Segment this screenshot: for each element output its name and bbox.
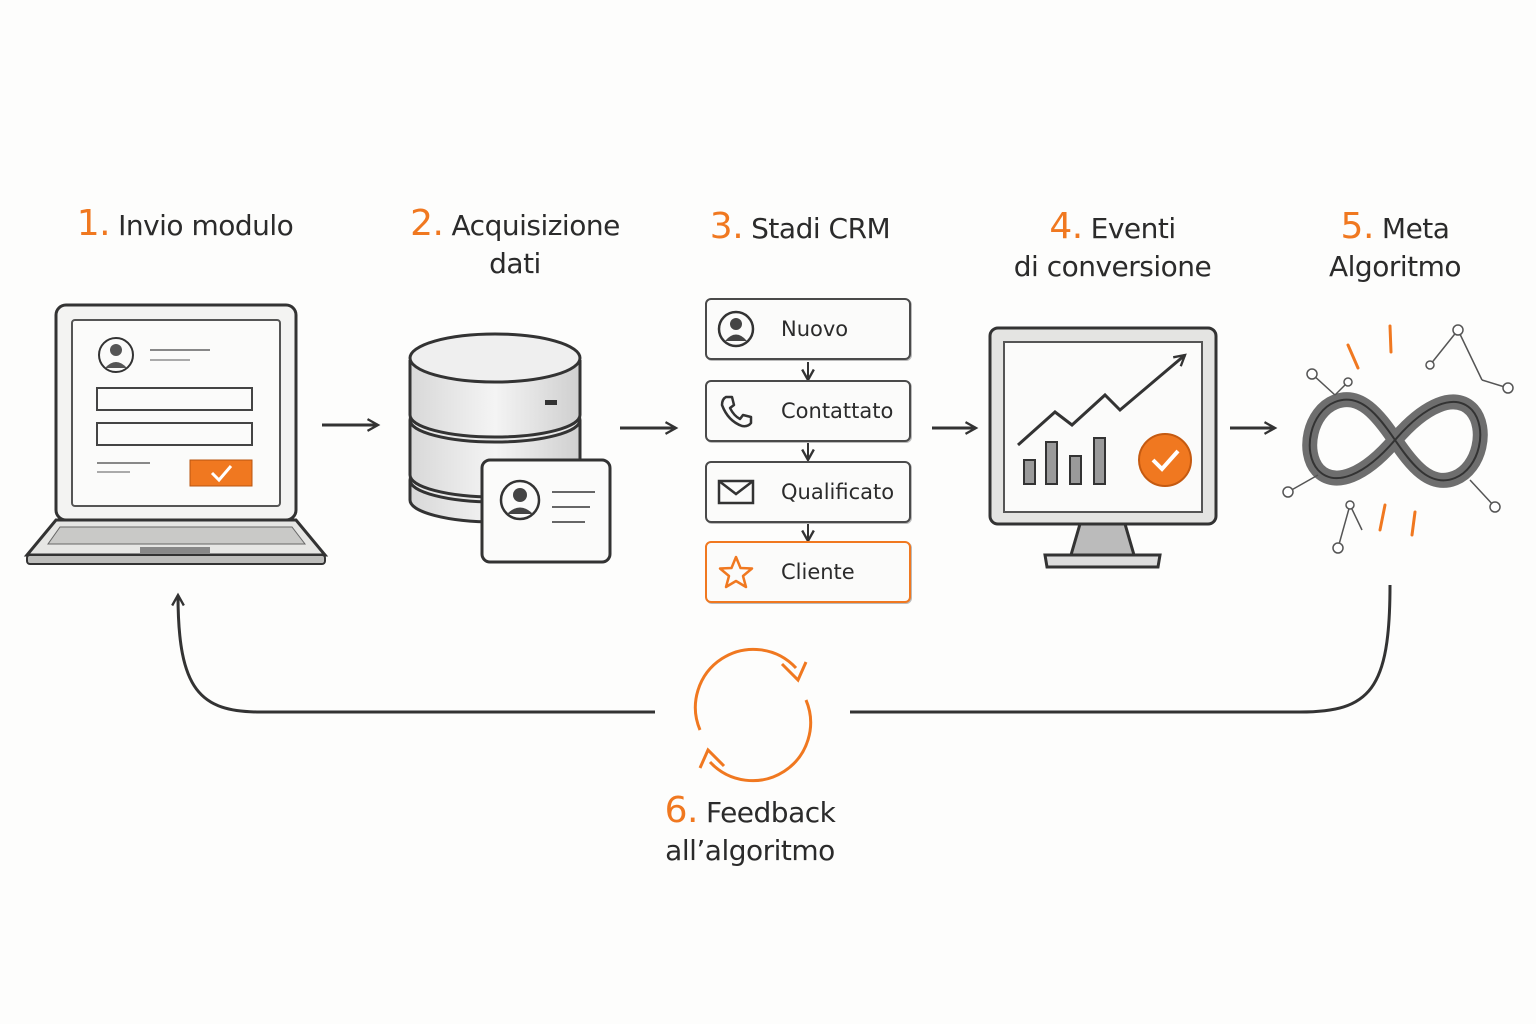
star-icon (707, 554, 765, 590)
step-number: 5. (1340, 206, 1375, 247)
crm-stage-qualificato: Qualificato (705, 461, 911, 523)
feedback-arrow-left (178, 595, 655, 714)
user-icon (707, 309, 765, 349)
crm-stage-cliente: Cliente (705, 541, 911, 603)
step-5-title: 5.Meta Algoritmo (1300, 208, 1490, 286)
feedback-line-right (850, 584, 1392, 714)
laptop-icon (23, 303, 329, 565)
spark-lines-icon (1346, 324, 1417, 537)
trend-arrow-icon (1017, 355, 1185, 447)
refresh-icon (693, 647, 813, 783)
network-nodes-icon (1282, 324, 1514, 554)
step-title-line: all’algoritmo (665, 834, 835, 867)
bar-chart-icon (1023, 437, 1106, 485)
step-title-line: Invio modulo (118, 209, 294, 242)
step-title-line: dati (489, 247, 541, 280)
step-title-line: Stadi CRM (751, 212, 891, 245)
step-4-title: 4.Eventi di conversione (1000, 208, 1225, 286)
crm-stage-nuovo: Nuovo (705, 298, 911, 360)
step-title-line: Algoritmo (1328, 250, 1462, 283)
crm-stage-contattato: Contattato (705, 380, 911, 442)
envelope-icon (707, 478, 765, 506)
step-number: 1. (76, 203, 111, 244)
step-6-title: 6.Feedback all’algoritmo (620, 792, 880, 870)
step-title-line: di conversione (1013, 250, 1212, 283)
step-3-title: 3.Stadi CRM (690, 208, 910, 248)
step-number: 2. (410, 203, 444, 244)
step-number: 6. (664, 790, 699, 831)
contact-card-icon (480, 458, 612, 564)
phone-icon (707, 393, 765, 429)
step-2-title: 2.Acquisizione dati (395, 205, 635, 283)
stage-label: Nuovo (781, 317, 849, 341)
step-1-title: 1.Invio modulo (60, 205, 310, 245)
check-badge-icon (1138, 433, 1192, 487)
stage-label: Qualificato (781, 480, 895, 504)
step-number: 4. (1049, 206, 1083, 247)
stage-label: Contattato (781, 399, 894, 423)
step-number: 3. (709, 206, 744, 247)
step-title-line: Acquisizione (451, 209, 621, 242)
step-title-line: Feedback (706, 796, 836, 829)
step-title-line: Eventi (1090, 212, 1177, 245)
infinity-icon (1302, 392, 1488, 488)
step-title-line: Meta (1381, 212, 1450, 245)
stage-label: Cliente (781, 560, 855, 584)
